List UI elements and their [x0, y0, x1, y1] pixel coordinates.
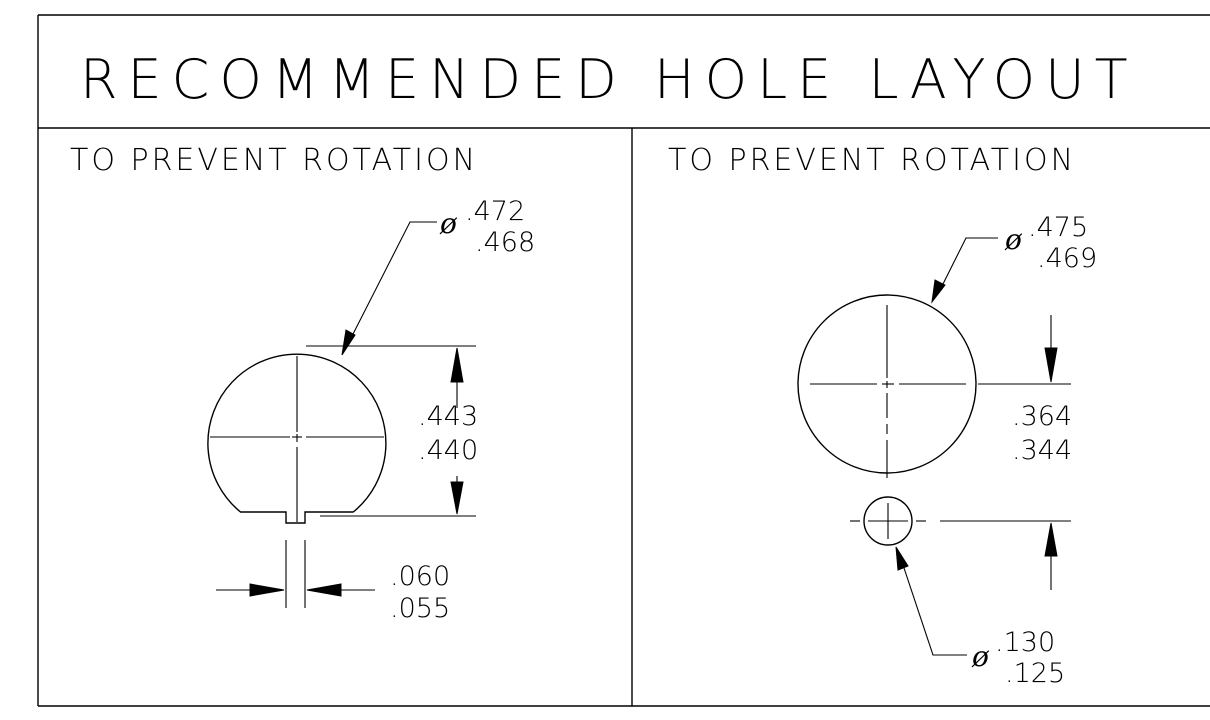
left-key-width-min: .055	[390, 593, 450, 624]
right-main-center-lines	[810, 305, 966, 478]
left-center-lines	[210, 356, 384, 522]
keyed-hole-outline	[207, 353, 387, 524]
left-panel: TO PREVENT ROTATION ø .472 .468	[70, 143, 535, 624]
diameter-symbol: ø	[439, 207, 458, 240]
right-diameter-min: .469	[1037, 243, 1097, 274]
left-height-dimension: .443 .440	[306, 345, 478, 517]
right-center-distance-dimension: .364 .344	[940, 315, 1072, 590]
diameter-symbol: ø	[1004, 223, 1023, 256]
left-key-width-max: .060	[390, 561, 450, 592]
drawing-title: RECOMMENDED HOLE LAYOUT	[80, 48, 1138, 111]
right-pin-diameter-min: .125	[1005, 658, 1065, 689]
right-center-distance-min: .344	[1012, 435, 1072, 466]
right-pin-diameter-leader: ø .130 .125	[895, 546, 1065, 689]
left-height-max: .443	[418, 401, 478, 432]
right-pin-center-lines	[850, 503, 926, 539]
left-diameter-min: .468	[475, 227, 535, 258]
right-diameter-max: .475	[1028, 212, 1088, 243]
left-panel-heading: TO PREVENT ROTATION	[70, 143, 478, 178]
left-diameter-leader	[341, 221, 437, 356]
left-height-min: .440	[418, 435, 478, 466]
right-panel-heading: TO PREVENT ROTATION	[668, 143, 1076, 178]
right-pin-diameter-max: .130	[995, 627, 1055, 658]
left-diameter-max: .472	[465, 196, 525, 227]
right-center-distance-max: .364	[1012, 401, 1072, 432]
left-diameter-callout: ø .472 .468	[439, 196, 535, 258]
drawing-frame	[37, 14, 1210, 707]
right-diameter-leader: ø .475 .469	[931, 212, 1097, 304]
right-panel: TO PREVENT ROTATION ø .475	[668, 143, 1097, 689]
left-key-width-dimension: .060 .055	[216, 540, 450, 624]
pin-hole-circle	[863, 496, 913, 546]
diameter-symbol: ø	[971, 640, 990, 673]
